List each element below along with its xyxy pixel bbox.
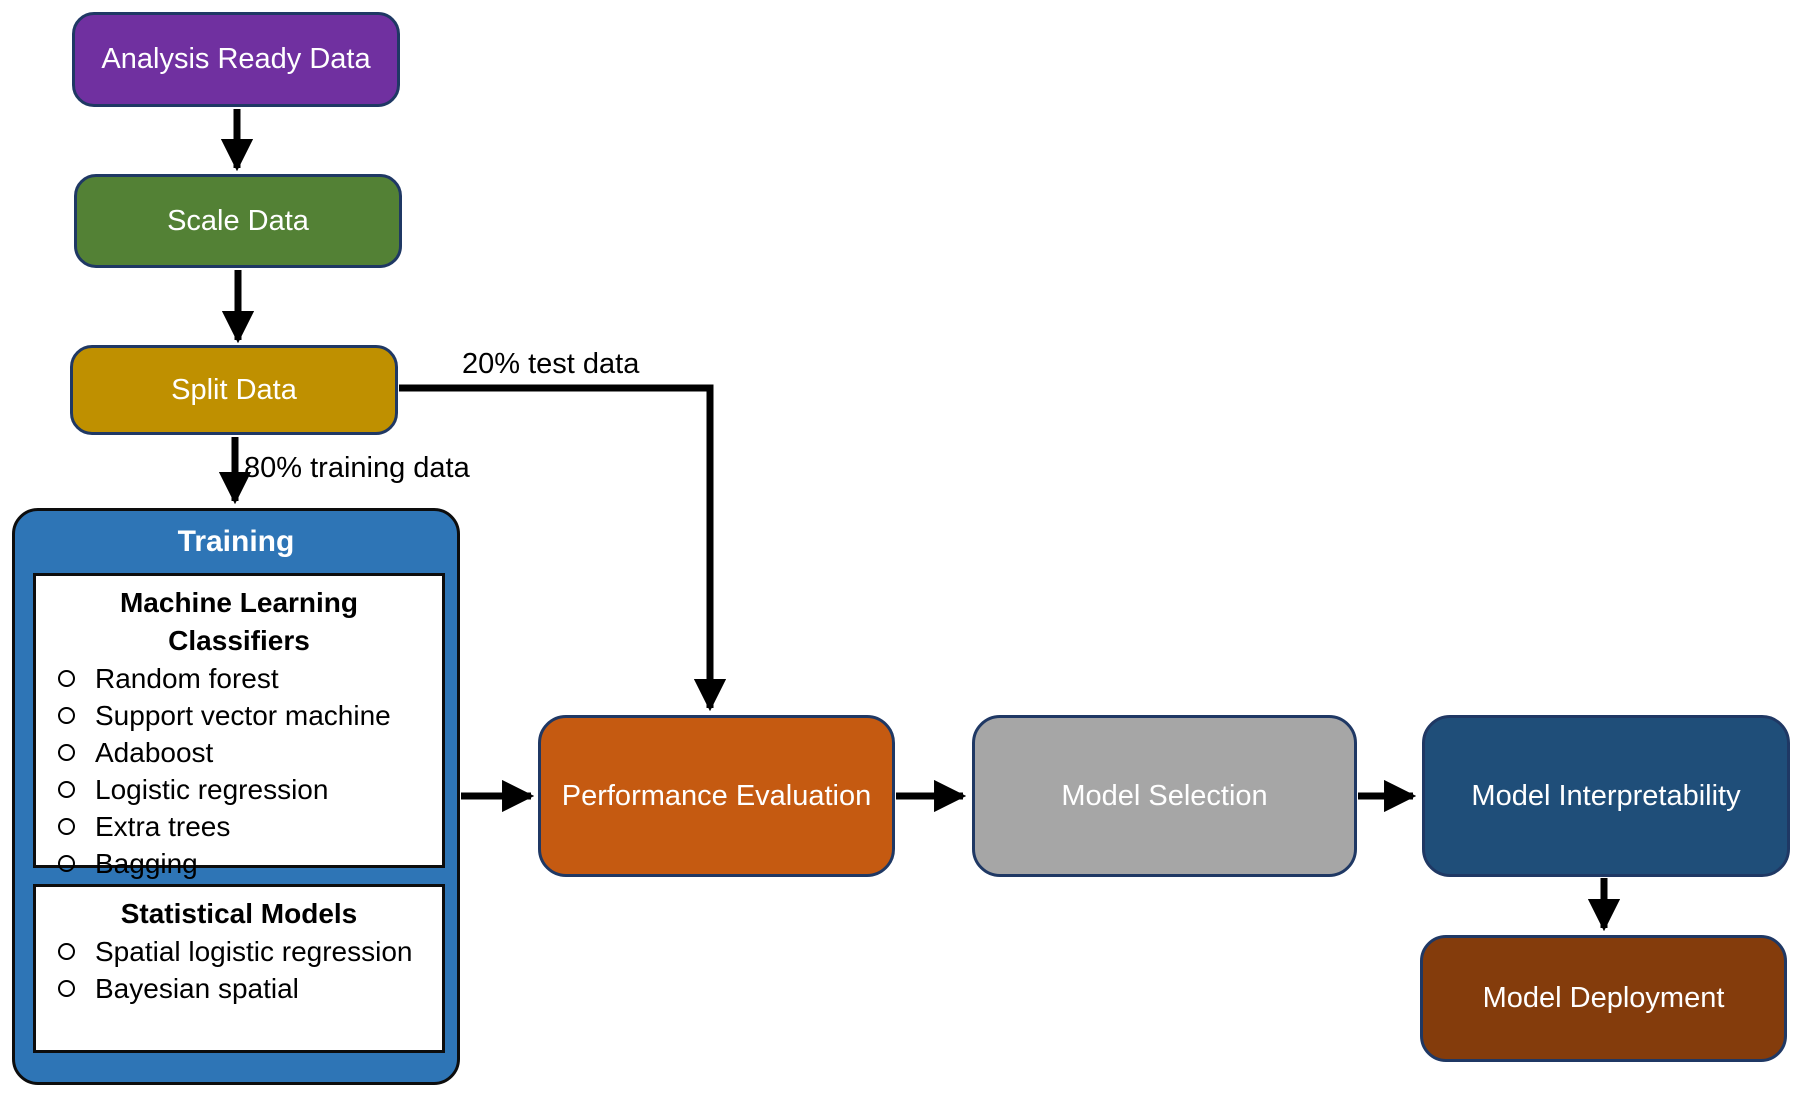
list-item-label: Support vector machine	[95, 700, 391, 731]
list-item-label: Bayesian spatial	[95, 973, 299, 1004]
node-analysis-ready-data: Analysis Ready Data	[72, 12, 400, 107]
node-label: Analysis Ready Data	[101, 43, 371, 75]
circle-bullet-icon	[58, 744, 75, 761]
list-item-label: Spatial logistic regression	[95, 936, 413, 967]
list-item: Extra trees	[50, 808, 428, 845]
node-training: Training Machine Learning Classifiers Ra…	[12, 508, 460, 1085]
list-item: Logistic regression	[50, 771, 428, 808]
edge-label-training-data: 80% training data	[244, 452, 470, 484]
list-item: Spatial logistic regression	[50, 933, 428, 970]
training-title: Training	[177, 525, 295, 558]
node-model-interpretability: Model Interpretability	[1422, 715, 1790, 877]
statistical-models-box: Statistical Models Spatial logistic regr…	[33, 884, 445, 1053]
node-performance-evaluation: Performance Evaluation	[538, 715, 895, 877]
node-label: Scale Data	[167, 204, 309, 237]
ml-classifiers-heading: Machine Learning Classifiers	[119, 587, 359, 656]
circle-bullet-icon	[58, 855, 75, 872]
node-scale-data: Scale Data	[74, 174, 402, 268]
circle-bullet-icon	[58, 818, 75, 835]
list-item-label: Extra trees	[95, 811, 231, 842]
circle-bullet-icon	[58, 943, 75, 960]
node-label: Model Selection	[1061, 779, 1268, 812]
statistical-models-heading: Statistical Models	[120, 898, 358, 929]
node-label: Split Data	[171, 373, 297, 406]
list-item: Adaboost	[50, 734, 428, 771]
list-item: Bagging	[50, 845, 428, 882]
list-item: Random forest	[50, 660, 428, 697]
list-item: Bayesian spatial	[50, 970, 428, 1007]
statistical-models-list: Spatial logistic regression Bayesian spa…	[50, 933, 428, 1007]
list-item-label: Random forest	[95, 663, 279, 694]
node-model-selection: Model Selection	[972, 715, 1357, 877]
list-item: Support vector machine	[50, 697, 428, 734]
edge-label-test-data: 20% test data	[462, 348, 640, 380]
node-label: Performance Evaluation	[561, 779, 872, 812]
list-item-label: Bagging	[95, 848, 198, 879]
list-item-label: Logistic regression	[95, 774, 329, 805]
circle-bullet-icon	[58, 980, 75, 997]
ml-classifiers-list: Random forest Support vector machine Ada…	[50, 660, 428, 882]
list-item-label: Adaboost	[95, 737, 214, 768]
node-label: Model Deployment	[1482, 982, 1725, 1014]
ml-classifiers-box: Machine Learning Classifiers Random fore…	[33, 573, 445, 879]
node-label: Model Interpretability	[1471, 779, 1741, 812]
circle-bullet-icon	[58, 670, 75, 687]
node-model-deployment: Model Deployment	[1420, 935, 1787, 1062]
circle-bullet-icon	[58, 781, 75, 798]
node-split-data: Split Data	[70, 345, 398, 435]
circle-bullet-icon	[58, 707, 75, 724]
